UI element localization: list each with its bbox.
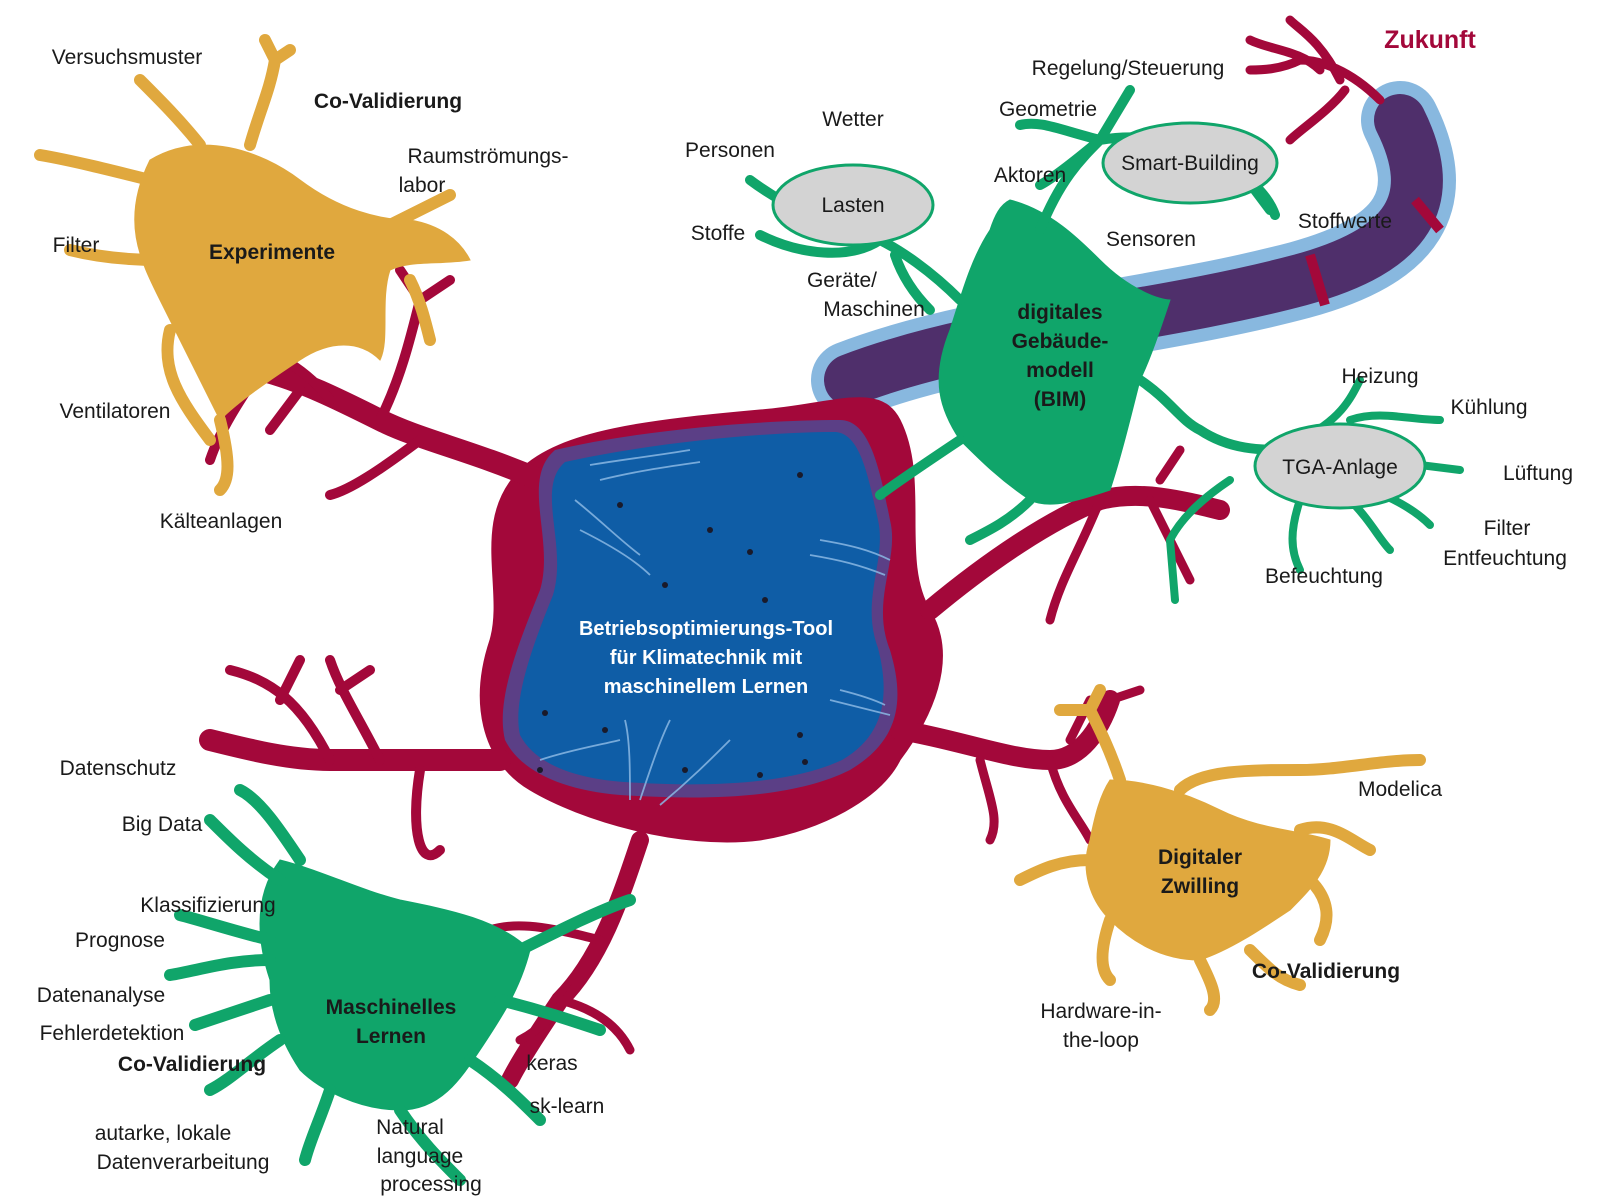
label-prognose: Prognose	[75, 929, 165, 952]
smart-building-label: Smart-Building	[1121, 152, 1259, 175]
label-keras: keras	[526, 1052, 577, 1075]
bim-title-line3: modell	[1026, 359, 1094, 382]
label-hardware-in: Hardware-in-	[1040, 1000, 1161, 1023]
experimente-title: Experimente	[209, 241, 335, 264]
axon-terminal	[1245, 15, 1385, 145]
smart-building-node: Smart-Building	[1101, 121, 1279, 205]
label-wetter: Wetter	[822, 108, 883, 131]
zwilling-title-line1: Digitaler	[1158, 846, 1242, 869]
center-title-line1: Betriebsoptimierungs-Tool	[579, 618, 833, 640]
center-title-line3: maschinellem Lernen	[604, 676, 809, 698]
label-geometrie: Geometrie	[999, 98, 1097, 121]
nucleus-dots	[537, 472, 808, 778]
zwilling-dendrites	[1014, 684, 1426, 1016]
label-datenschutz: Datenschutz	[60, 757, 177, 780]
label-sensoren: Sensoren	[1106, 228, 1196, 251]
label-filter-tga: Filter	[1484, 517, 1531, 540]
label-regelung-steuerung: Regelung/Steuerung	[1032, 57, 1225, 80]
zwilling-soma	[1085, 779, 1331, 961]
label-the-loop: the-loop	[1063, 1029, 1139, 1052]
experimente-dendrites	[34, 34, 456, 496]
label-datenanalyse: Datenanalyse	[37, 984, 165, 1007]
label-kaelteanlagen: Kälteanlagen	[160, 510, 283, 533]
zwilling-title-line2: Zwilling	[1161, 875, 1239, 898]
label-lueftung: Lüftung	[1503, 462, 1573, 485]
label-personen: Personen	[685, 139, 775, 162]
label-stoffwerte: Stoffwerte	[1298, 210, 1392, 233]
label-nlp-processing: processing	[380, 1173, 482, 1196]
label-co-validierung-ml: Co-Validierung	[118, 1053, 266, 1076]
label-nlp-natural: Natural	[376, 1116, 444, 1139]
label-filter-experimente: Filter	[53, 234, 100, 257]
ml-soma	[259, 859, 531, 1111]
dendrite-branch	[225, 655, 445, 861]
label-nlp-language: language	[377, 1145, 463, 1168]
label-geraete: Geräte/	[807, 269, 877, 292]
experimente-neuron	[34, 34, 471, 496]
label-fehlerdetektion: Fehlerdetektion	[40, 1022, 185, 1045]
label-maschinen: Maschinen	[823, 298, 925, 321]
central-nucleus: Betriebsoptimierungs-Tool für Klimatechn…	[502, 420, 898, 806]
label-klassifizierung: Klassifizierung	[140, 894, 275, 917]
lasten-label: Lasten	[821, 194, 884, 217]
label-datenverarbeitung: Datenverarbeitung	[97, 1151, 270, 1174]
dendrite-to-ml	[199, 729, 511, 772]
label-sk-learn: sk-learn	[530, 1095, 605, 1118]
bim-title-line4: (BIM)	[1034, 388, 1086, 411]
nucleus-core	[518, 432, 884, 785]
bim-title-line2: Gebäude-	[1012, 330, 1109, 353]
label-heizung: Heizung	[1341, 365, 1418, 388]
label-entfeuchtung: Entfeuchtung	[1443, 547, 1567, 570]
label-stoffe: Stoffe	[691, 222, 746, 245]
label-versuchsmuster: Versuchsmuster	[52, 46, 203, 69]
bim-title-line1: digitales	[1017, 301, 1102, 324]
axon-ring	[1411, 196, 1444, 234]
axon-ring	[1305, 253, 1330, 307]
lasten-node: Lasten	[771, 163, 935, 247]
label-big-data: Big Data	[122, 813, 203, 836]
label-labor: labor	[399, 174, 446, 197]
center-title-line2: für Klimatechnik mit	[610, 647, 803, 669]
label-befeuchtung: Befeuchtung	[1265, 565, 1383, 588]
label-aktoren: Aktoren	[994, 164, 1066, 187]
label-raumstroemungs: Raumströmungs-	[407, 145, 568, 168]
label-co-validierung-experimente: Co-Validierung	[314, 90, 462, 113]
tga-label: TGA-Anlage	[1282, 456, 1398, 479]
dendrite-branch	[975, 685, 1145, 845]
label-modelica: Modelica	[1358, 778, 1442, 801]
ml-neuron	[164, 784, 636, 1186]
label-ventilatoren: Ventilatoren	[60, 400, 171, 423]
ml-title-line1: Maschinelles	[326, 996, 457, 1019]
dendrite-to-ml-lower	[501, 831, 649, 1089]
zwilling-neuron	[1014, 684, 1426, 1016]
experimente-soma	[134, 144, 471, 421]
label-zukunft: Zukunft	[1384, 26, 1476, 54]
ml-title-line2: Lernen	[356, 1025, 426, 1048]
label-co-validierung-zwilling: Co-Validierung	[1252, 960, 1400, 983]
tga-node: TGA-Anlage	[1253, 422, 1427, 510]
nucleus-fibers	[539, 449, 891, 806]
ml-dendrites	[164, 784, 636, 1186]
label-kuehlung: Kühlung	[1450, 396, 1527, 419]
label-autarke: autarke, lokale	[95, 1122, 232, 1145]
